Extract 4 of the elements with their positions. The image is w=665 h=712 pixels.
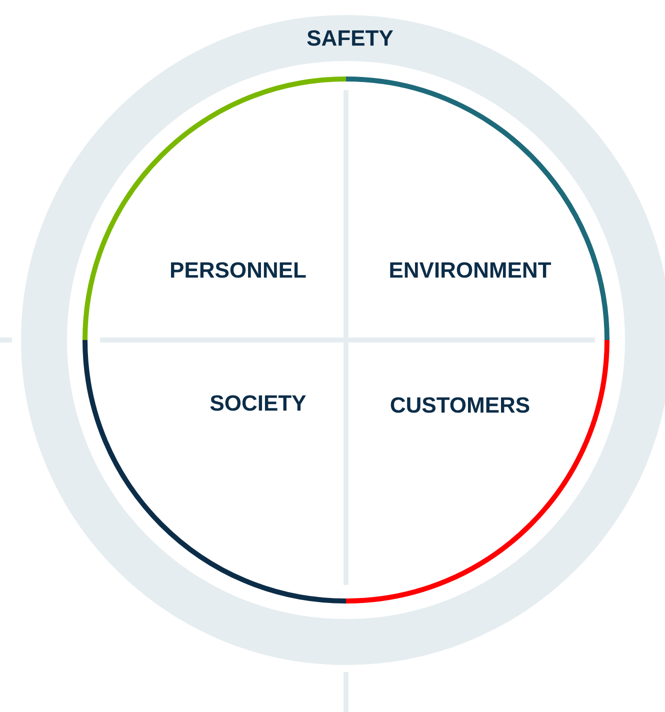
quadrant: SOCIETY — [82, 340, 346, 604]
quadrant: ENVIRONMENT — [346, 76, 610, 340]
quadrant: CUSTOMERS — [346, 340, 610, 604]
quadrant: PERSONNEL — [82, 76, 346, 340]
